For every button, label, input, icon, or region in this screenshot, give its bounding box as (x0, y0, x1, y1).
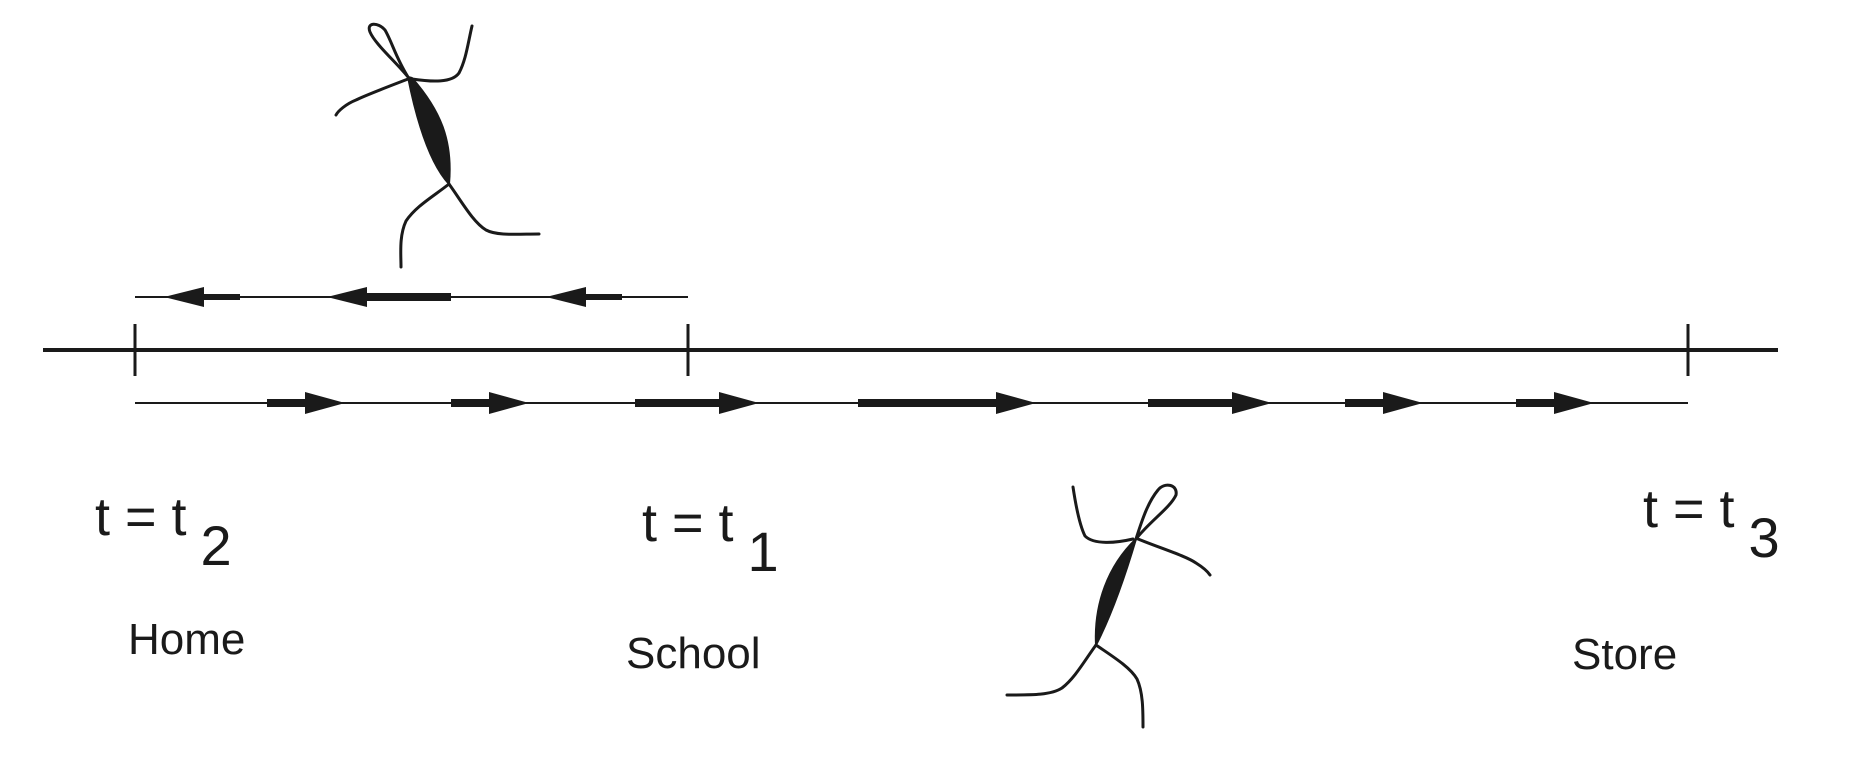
figure-torso (407, 76, 451, 185)
rightward-motion-track (135, 392, 1688, 414)
figure-back-leg (1005, 643, 1098, 697)
figure-front-arm (1136, 537, 1212, 577)
figure-back-leg (399, 182, 451, 269)
place-label-home: Home (128, 615, 246, 664)
figure-front-arm (410, 24, 474, 83)
figure-back-arm (1071, 485, 1135, 544)
right-arrow (267, 392, 345, 414)
time-label-text: t = t (95, 487, 187, 547)
leftward-motion-track (135, 287, 688, 307)
stick-figure-running-right (1005, 483, 1212, 729)
right-arrow (858, 392, 1036, 414)
left-arrow (546, 287, 622, 307)
place-label-store: Store (1572, 630, 1678, 679)
figure-front-leg (447, 182, 541, 236)
time-label-subscript: 1 (747, 520, 779, 583)
left-arrow (164, 287, 240, 307)
stick-figure-running-left (334, 22, 541, 269)
time-label-text: t = t (1643, 479, 1735, 539)
right-arrow (451, 392, 529, 414)
figure-head (1134, 483, 1178, 541)
time-label-subscript: 2 (200, 514, 232, 577)
figure-head (367, 22, 410, 79)
right-arrow (1345, 392, 1423, 414)
right-arrow (635, 392, 759, 414)
right-arrow (1516, 392, 1594, 414)
time-label-subscript: 3 (1748, 506, 1780, 569)
place-label-school: School (626, 629, 761, 678)
right-arrow (1148, 392, 1272, 414)
left-arrow (327, 287, 451, 307)
figure-torso (1094, 538, 1137, 646)
figure-back-arm (334, 77, 410, 117)
time-label-text: t = t (642, 493, 734, 553)
figure-front-leg (1094, 643, 1145, 729)
